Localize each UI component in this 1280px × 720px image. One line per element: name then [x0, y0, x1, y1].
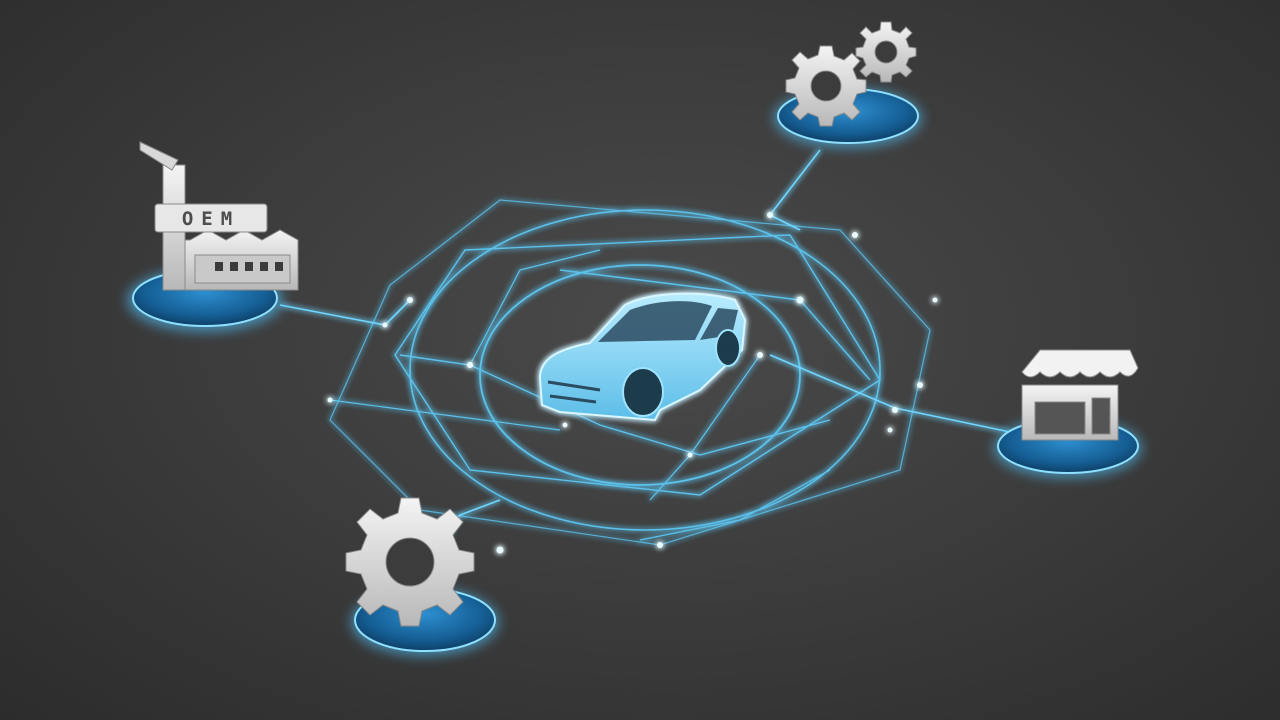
shop-icon: [1021, 349, 1139, 441]
gears-icon: [785, 21, 917, 127]
factory-sign-text: OEM: [182, 208, 240, 230]
gear-icon: [345, 497, 475, 627]
light-nodes: [327, 212, 938, 554]
factory-icon: OEM: [139, 141, 299, 291]
car-icon: [538, 292, 747, 422]
